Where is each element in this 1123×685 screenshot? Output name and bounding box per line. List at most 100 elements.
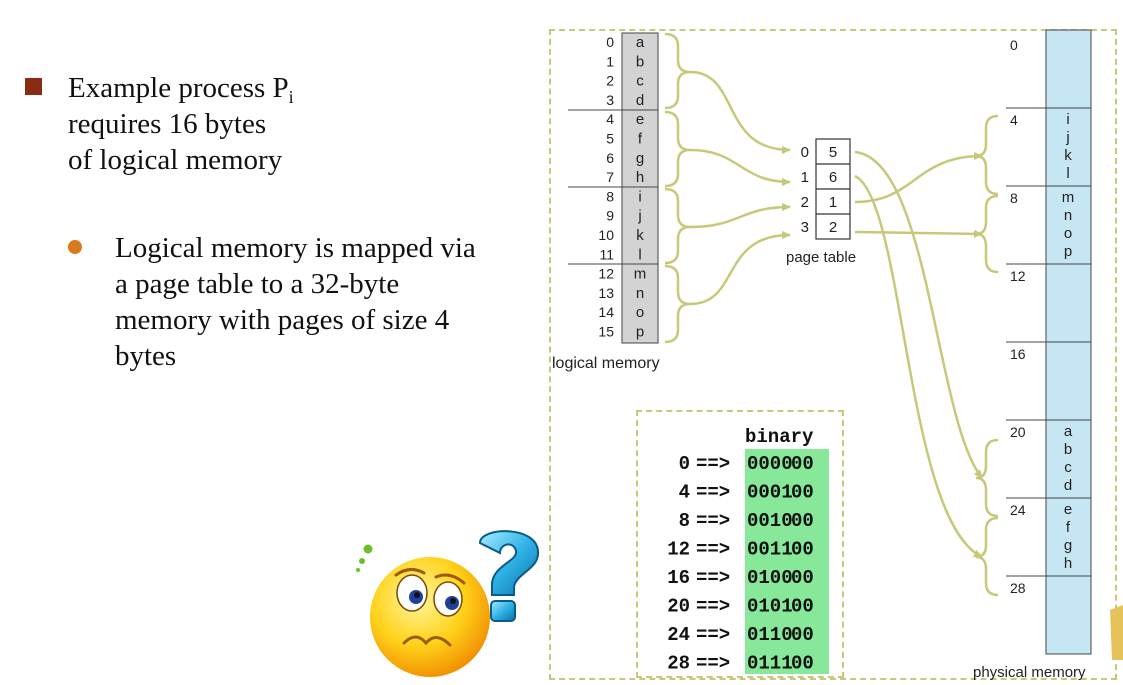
frame-number: 5 [829, 144, 837, 161]
thought-bubble-dot [363, 544, 373, 554]
sub-bullet-line-1: Logical memory is mapped via [115, 232, 476, 264]
logical-byte: l [638, 246, 641, 263]
sub-bullet-line-2: a page table to a 32-byte [115, 268, 400, 300]
logical-memory-block [621, 32, 659, 344]
page-number: 2 [801, 194, 809, 211]
binary-arrow: ==> [696, 624, 730, 646]
physical-address: 8 [1010, 190, 1018, 206]
logical-address: 11 [599, 246, 614, 262]
logical-address: 13 [598, 285, 614, 301]
binary-decimal: 12 [667, 539, 690, 561]
diagram-frame [549, 29, 1117, 680]
binary-arrow: ==> [696, 567, 730, 589]
physical-address: 4 [1010, 112, 1018, 128]
physical-byte: e [1064, 501, 1072, 518]
physical-byte: b [1064, 441, 1072, 458]
physical-address: 20 [1010, 424, 1026, 440]
logical-byte: o [636, 304, 644, 321]
physical-byte: o [1064, 225, 1072, 242]
physical-byte: j [1065, 129, 1069, 146]
binary-header: binary [745, 426, 814, 448]
binary-high-bits: 0001 [747, 482, 793, 504]
question-mark-icon [478, 530, 540, 622]
brace-frame-5 [975, 438, 999, 518]
binary-decimal: 4 [679, 482, 690, 504]
logical-address: 4 [606, 111, 614, 127]
bullet-line-3: of logical memory [68, 144, 283, 176]
bullet-dot-icon [68, 240, 82, 254]
binary-arrow: ==> [696, 453, 730, 475]
logical-address: 0 [606, 34, 614, 50]
binary-decimal: 20 [667, 596, 690, 618]
binary-low-bits: 00 [791, 624, 814, 646]
logical-byte: m [634, 266, 647, 283]
physical-braces [975, 114, 999, 597]
logical-byte: p [636, 324, 644, 341]
physical-address: 28 [1010, 580, 1026, 596]
physical-memory-label: physical memory [973, 664, 1086, 681]
left-eyebrow [394, 568, 426, 577]
right-eyebrow [434, 573, 466, 585]
page-number: 3 [801, 219, 809, 236]
binary-low-bits: 00 [791, 453, 814, 475]
binary-low-bits: 00 [791, 539, 814, 561]
frame-number: 6 [829, 169, 837, 186]
binary-high-bits: 0110 [747, 624, 793, 646]
logical-address: 8 [606, 188, 614, 204]
binary-decimal: 24 [667, 624, 690, 646]
bullet-example-process: Example process Pi [68, 72, 294, 107]
binary-low-bits: 00 [791, 482, 814, 504]
logical-byte: i [638, 188, 641, 205]
arrow-frame-1 [854, 152, 983, 204]
physical-byte: g [1064, 537, 1072, 554]
arrow-page-1 [689, 148, 791, 186]
logical-address: 12 [598, 266, 614, 282]
brace-frame-6 [975, 516, 999, 597]
physical-byte: p [1064, 243, 1072, 260]
physical-byte: a [1064, 423, 1073, 440]
logical-address: 2 [606, 73, 614, 89]
binary-table-box [636, 410, 844, 678]
logical-address: 14 [598, 304, 614, 320]
page-number: 0 [801, 144, 809, 161]
mouth [402, 635, 452, 647]
logical-to-pagetable-arrows [689, 70, 791, 306]
physical-byte: k [1064, 147, 1072, 164]
thought-bubble-dot [359, 558, 365, 564]
binary-high-bits: 0111 [747, 653, 793, 675]
logical-address: 10 [598, 227, 614, 243]
binary-arrow: ==> [696, 510, 730, 532]
binary-low-bits: 00 [791, 596, 814, 618]
physical-address: 12 [1010, 268, 1026, 284]
frame-number: 2 [829, 219, 837, 236]
physical-address: 0 [1010, 37, 1018, 53]
page-number: 1 [801, 169, 809, 186]
logical-byte: f [638, 131, 643, 148]
confused-face-icon [356, 530, 540, 677]
logical-byte: d [636, 92, 644, 109]
logical-address: 6 [606, 150, 614, 166]
logical-byte: c [636, 73, 644, 90]
physical-byte: c [1064, 459, 1072, 476]
brace-frame-1 [975, 114, 999, 196]
logical-byte: g [636, 150, 644, 167]
logical-byte: h [636, 169, 644, 186]
binary-arrow: ==> [696, 482, 730, 504]
arrow-page-2 [689, 203, 791, 229]
logical-address: 7 [606, 169, 614, 185]
arrow-frame-2 [854, 229, 983, 238]
binary-high-bits: 0010 [747, 510, 793, 532]
physical-byte: l [1066, 165, 1069, 182]
physical-byte: d [1064, 477, 1072, 494]
physical-address: 16 [1010, 346, 1026, 362]
bullet-line-2: requires 16 bytes [68, 108, 267, 140]
logical-address: 3 [606, 92, 614, 108]
logical-byte: b [636, 53, 644, 70]
arrow-page-0 [689, 70, 791, 154]
arrow-page-3 [689, 231, 791, 306]
binary-low-bits: 00 [791, 567, 814, 589]
binary-low-bits: 00 [791, 653, 814, 675]
decorative-corner [1110, 605, 1123, 660]
physical-byte: m [1062, 189, 1075, 206]
